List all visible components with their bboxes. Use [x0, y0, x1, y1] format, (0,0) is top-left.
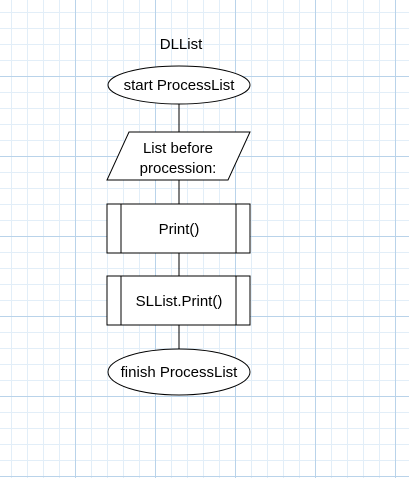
io-node-label-line2: procession: — [140, 160, 217, 177]
diagram-title: DLList — [160, 36, 203, 53]
io-node-shape — [106, 131, 251, 181]
sllist-print-process-label: SLList.Print() — [136, 293, 223, 310]
start-terminator[interactable]: start ProcessList — [107, 65, 251, 105]
sllist-print-process-node[interactable]: SLList.Print() — [106, 275, 251, 326]
finish-terminator-label: finish ProcessList — [121, 364, 239, 381]
start-terminator-shape — [107, 65, 251, 105]
io-node-label-line1: List before — [143, 140, 213, 157]
sllist-print-process-shape — [106, 275, 251, 326]
print-process-shape — [106, 203, 251, 254]
finish-terminator-shape — [107, 348, 251, 396]
finish-terminator[interactable]: finish ProcessList — [107, 348, 251, 396]
start-terminator-label: start ProcessList — [124, 77, 236, 94]
print-process-node[interactable]: Print() — [106, 203, 251, 254]
io-node[interactable]: List before procession: — [106, 131, 251, 181]
print-process-label: Print() — [159, 221, 200, 238]
